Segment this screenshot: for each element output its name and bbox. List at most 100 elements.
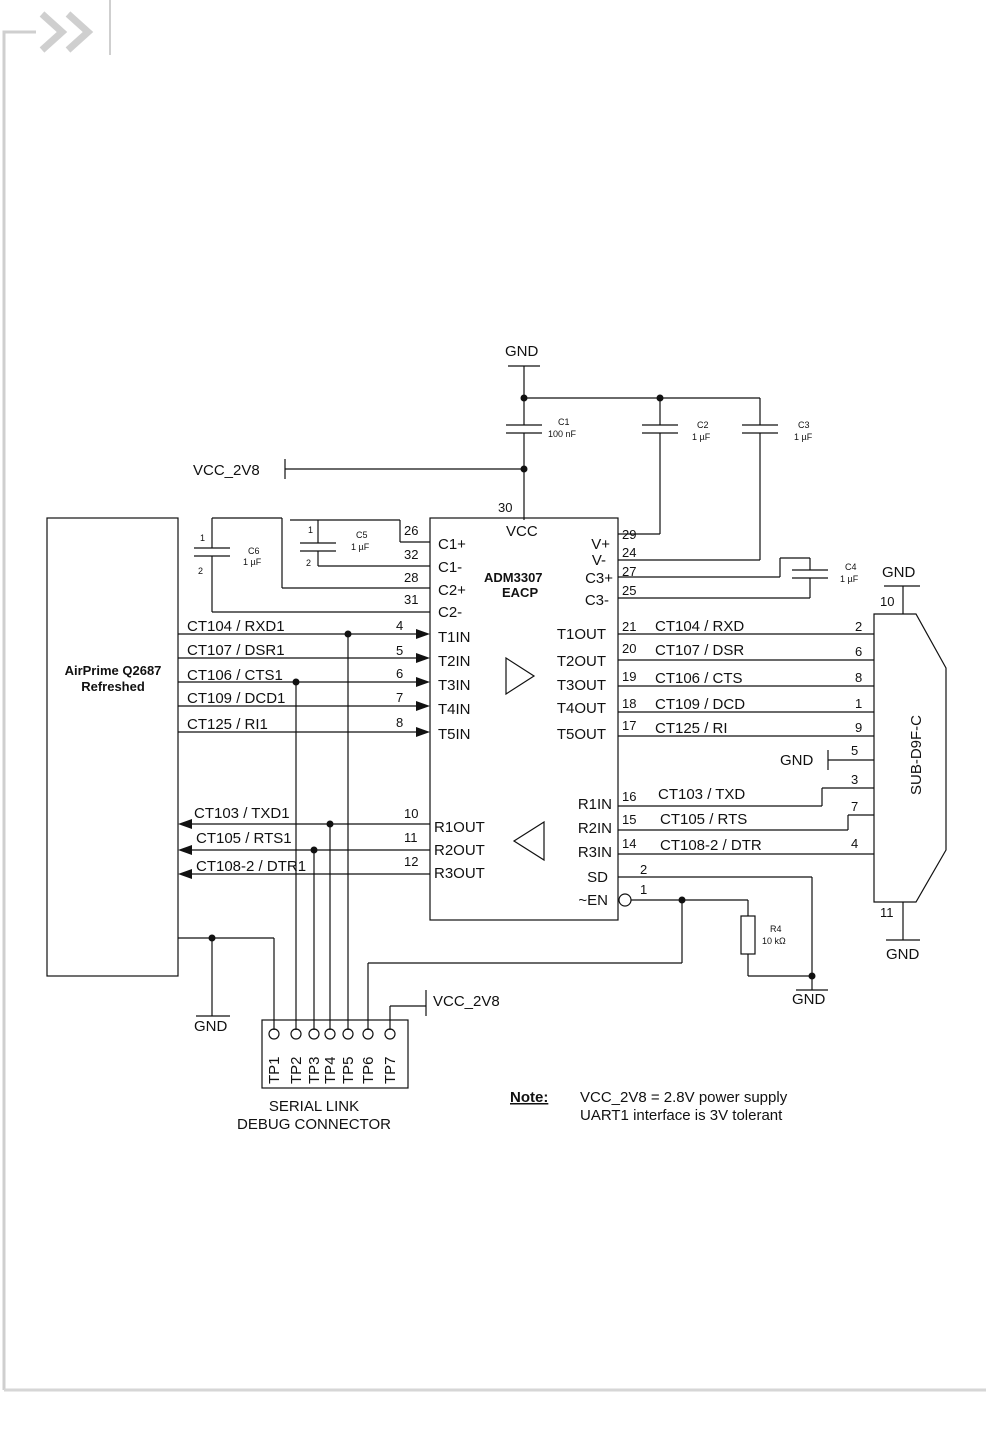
- subd-pin: 7: [851, 799, 858, 814]
- pin-number: 20: [622, 641, 636, 656]
- pin-number: 21: [622, 619, 636, 634]
- c1-value: 100 nF: [548, 429, 577, 439]
- vcc-2v8-label: VCC_2V8: [193, 462, 260, 479]
- subd-connector: [873, 613, 947, 903]
- pin-label: T3IN: [438, 677, 471, 694]
- c4-value: 1 µF: [840, 574, 859, 584]
- subd-pin: 8: [855, 670, 862, 685]
- pin-number: 17: [622, 718, 636, 733]
- receiver-triangle-icon: [512, 820, 545, 862]
- subd-pin: 4: [851, 836, 858, 851]
- c5-pin2: 2: [306, 558, 311, 568]
- c3-ref: C3: [798, 420, 810, 430]
- c2-ref: C2: [697, 420, 709, 430]
- subd-pin-numbers: 2 6 8 1 9 5 3 7 4 10 11: [851, 594, 894, 920]
- c4-capacitor: [618, 557, 828, 599]
- pin-number: 8: [396, 715, 403, 730]
- pin-label: ~EN: [578, 892, 608, 909]
- r4-ref: R4: [770, 924, 782, 934]
- c5-pin1: 1: [308, 525, 313, 535]
- c5-value: 1 µF: [351, 542, 370, 552]
- pin-label: T5OUT: [557, 726, 606, 743]
- tp-label: TP3: [306, 1056, 323, 1084]
- pin-label: T5IN: [438, 726, 471, 743]
- pin-label: C3+: [585, 570, 613, 587]
- vcc-2v8-rail: [284, 459, 524, 479]
- pin-number: 27: [622, 564, 636, 579]
- vcc-pin-number: 30: [498, 500, 512, 515]
- pin-number: 28: [404, 570, 418, 585]
- c6-ref: C6: [248, 546, 260, 556]
- rx-signal-lines: [190, 823, 430, 875]
- gnd-top-symbol: [506, 365, 760, 520]
- pin-label: T2OUT: [557, 653, 606, 670]
- pin-label: C1-: [438, 559, 462, 576]
- c4-ref: C4: [845, 562, 857, 572]
- pin-number: 5: [396, 643, 403, 658]
- gnd-r4-label: GND: [792, 991, 826, 1008]
- vcc-debug-label: VCC_2V8: [433, 993, 500, 1010]
- subd-pin: 6: [855, 644, 862, 659]
- pin-number: 32: [404, 547, 418, 562]
- double-chevron-icon: [39, 11, 94, 53]
- header-bracket-icon: [2, 0, 111, 1390]
- subd-name: SUB-D9F-C: [908, 715, 925, 795]
- pin-label: R1OUT: [434, 819, 485, 836]
- c5-ref: C5: [356, 530, 368, 540]
- c3-value: 1 µF: [794, 432, 813, 442]
- pin-label: R3OUT: [434, 865, 485, 882]
- signal-label: CT104 / RXD1: [187, 618, 285, 635]
- tp-label: TP5: [340, 1056, 357, 1084]
- pin-label: R2OUT: [434, 842, 485, 859]
- tp-label: TP7: [382, 1056, 399, 1084]
- debug-pin-circles: [268, 1028, 396, 1040]
- airprime-module: [46, 517, 179, 977]
- pin-number: 11: [404, 830, 418, 845]
- c1-ref: C1: [558, 417, 570, 427]
- vcc-pin-label: VCC: [506, 523, 538, 540]
- pin-number: 7: [396, 690, 403, 705]
- pin-label: T4IN: [438, 701, 471, 718]
- pin-number: 4: [396, 618, 403, 633]
- signal-label: CT103 / TXD1: [194, 805, 290, 822]
- junction: [520, 394, 528, 402]
- pin-label: R2IN: [578, 820, 612, 837]
- c5-capacitor: [290, 519, 430, 567]
- pin-label: C2+: [438, 582, 466, 599]
- ic-subname: EACP: [502, 585, 538, 600]
- right-signal-labels: CT104 / RXD CT107 / DSR CT106 / CTS CT10…: [655, 618, 762, 854]
- signal-label: CT109 / DCD: [655, 696, 745, 713]
- pin-number: 6: [396, 666, 403, 681]
- pin-label: V+: [591, 536, 610, 553]
- output-arrow-icons: [178, 819, 192, 879]
- debug-connector: [261, 1019, 409, 1089]
- left-signal-labels: CT104 / RXD1 CT107 / DSR1 CT106 / CTS1 C…: [187, 618, 306, 875]
- signal-label: CT107 / DSR: [655, 642, 744, 659]
- signal-label: CT106 / CTS1: [187, 667, 283, 684]
- pin-label: T1OUT: [557, 626, 606, 643]
- pin-label: C3-: [585, 592, 609, 609]
- subd-pin: 1: [855, 696, 862, 711]
- pin-number: 1: [640, 882, 647, 897]
- subd-pin: 3: [851, 772, 858, 787]
- junction: [808, 972, 816, 980]
- c6-pin1: 1: [200, 533, 205, 543]
- sd-en-wiring: [618, 876, 828, 991]
- signal-label: CT105 / RTS: [660, 811, 747, 828]
- tp-label: TP2: [288, 1056, 305, 1084]
- subd-pin: 9: [855, 720, 862, 735]
- pin-number: 29: [622, 527, 636, 542]
- debug-subtitle: DEBUG CONNECTOR: [237, 1116, 391, 1133]
- subd-pin: 10: [880, 594, 894, 609]
- pin-number: 14: [622, 836, 636, 851]
- note-line-1: VCC_2V8 = 2.8V power supply: [580, 1089, 788, 1106]
- subd-pin: 2: [855, 619, 862, 634]
- c2-capacitor: [618, 398, 678, 535]
- debug-title: SERIAL LINK: [269, 1098, 359, 1115]
- rs232-output-lines: [618, 633, 874, 737]
- pin-number: 18: [622, 696, 636, 711]
- pin-label: T3OUT: [557, 677, 606, 694]
- pin-number: 15: [622, 812, 636, 827]
- ic-left-pins: C1+ C1- C2+ C2- T1IN T2IN T3IN T4IN T5IN…: [396, 523, 485, 882]
